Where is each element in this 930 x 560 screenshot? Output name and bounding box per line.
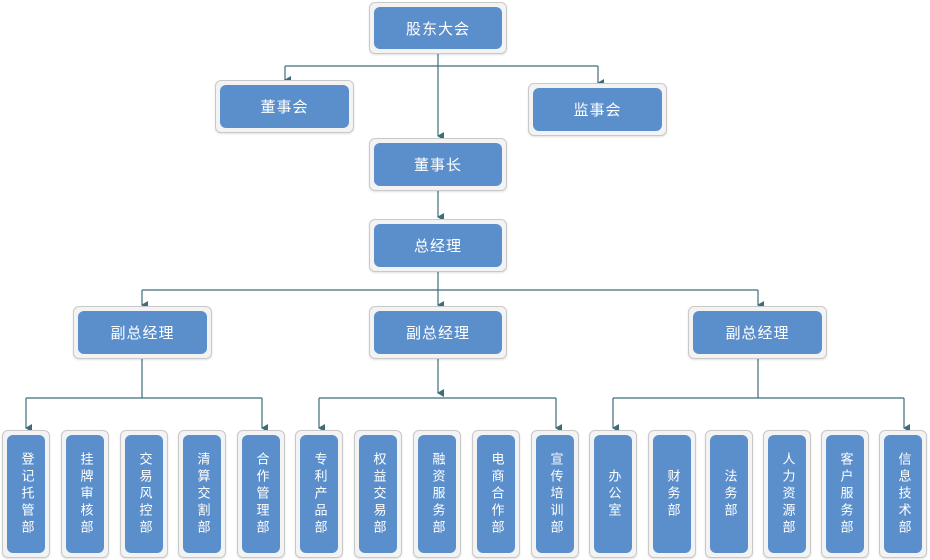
node-label: 股东大会 [374, 7, 502, 49]
dept-label: 交易风控部 [125, 435, 163, 553]
dept-registration-custody: 登记托管部 [2, 430, 50, 558]
dept-trading-risk-control: 交易风控部 [120, 430, 168, 558]
node-vp-center: 副总经理 [369, 306, 507, 359]
dept-human-resources: 人力资源部 [763, 430, 811, 558]
dept-label: 融资服务部 [418, 435, 456, 553]
dept-listing-review: 挂牌审核部 [61, 430, 109, 558]
dept-label: 专利产品部 [300, 435, 338, 553]
dept-label: 法务部 [710, 435, 748, 553]
dept-label: 清算交割部 [183, 435, 221, 553]
dept-label: 权益交易部 [359, 435, 397, 553]
node-shareholders-meeting: 股东大会 [369, 2, 507, 54]
node-label: 董事长 [374, 143, 502, 186]
dept-label: 宣传培训部 [536, 435, 574, 553]
node-label: 监事会 [533, 88, 662, 131]
node-label: 副总经理 [374, 311, 502, 354]
node-vp-right: 副总经理 [688, 306, 827, 359]
dept-legal: 法务部 [705, 430, 753, 558]
dept-equity-trading: 权益交易部 [354, 430, 402, 558]
dept-label: 客户服务部 [826, 435, 864, 553]
dept-publicity-training: 宣传培训部 [531, 430, 579, 558]
dept-label: 登记托管部 [7, 435, 45, 553]
dept-financing-services: 融资服务部 [413, 430, 461, 558]
dept-label: 电商合作部 [477, 435, 515, 553]
dept-label: 信息技术部 [884, 435, 922, 553]
dept-label: 挂牌审核部 [66, 435, 104, 553]
dept-label: 办公室 [594, 435, 632, 553]
dept-patent-products: 专利产品部 [295, 430, 343, 558]
dept-information-technology: 信息技术部 [879, 430, 927, 558]
dept-office: 办公室 [589, 430, 637, 558]
node-general-manager: 总经理 [369, 219, 507, 272]
node-board-of-directors: 董事会 [215, 80, 354, 133]
node-label: 董事会 [220, 85, 349, 128]
dept-cooperation-management: 合作管理部 [237, 430, 285, 558]
node-label: 总经理 [374, 224, 502, 267]
dept-label: 人力资源部 [768, 435, 806, 553]
dept-label: 财务部 [653, 435, 691, 553]
node-board-of-supervisors: 监事会 [528, 83, 667, 136]
node-label: 副总经理 [78, 311, 207, 354]
dept-finance: 财务部 [648, 430, 696, 558]
dept-customer-service: 客户服务部 [821, 430, 869, 558]
dept-ecommerce-cooperation: 电商合作部 [472, 430, 520, 558]
dept-clearing-settlement: 清算交割部 [178, 430, 226, 558]
node-vp-left: 副总经理 [73, 306, 212, 359]
node-chairman: 董事长 [369, 138, 507, 191]
node-label: 副总经理 [693, 311, 822, 354]
dept-label: 合作管理部 [242, 435, 280, 553]
